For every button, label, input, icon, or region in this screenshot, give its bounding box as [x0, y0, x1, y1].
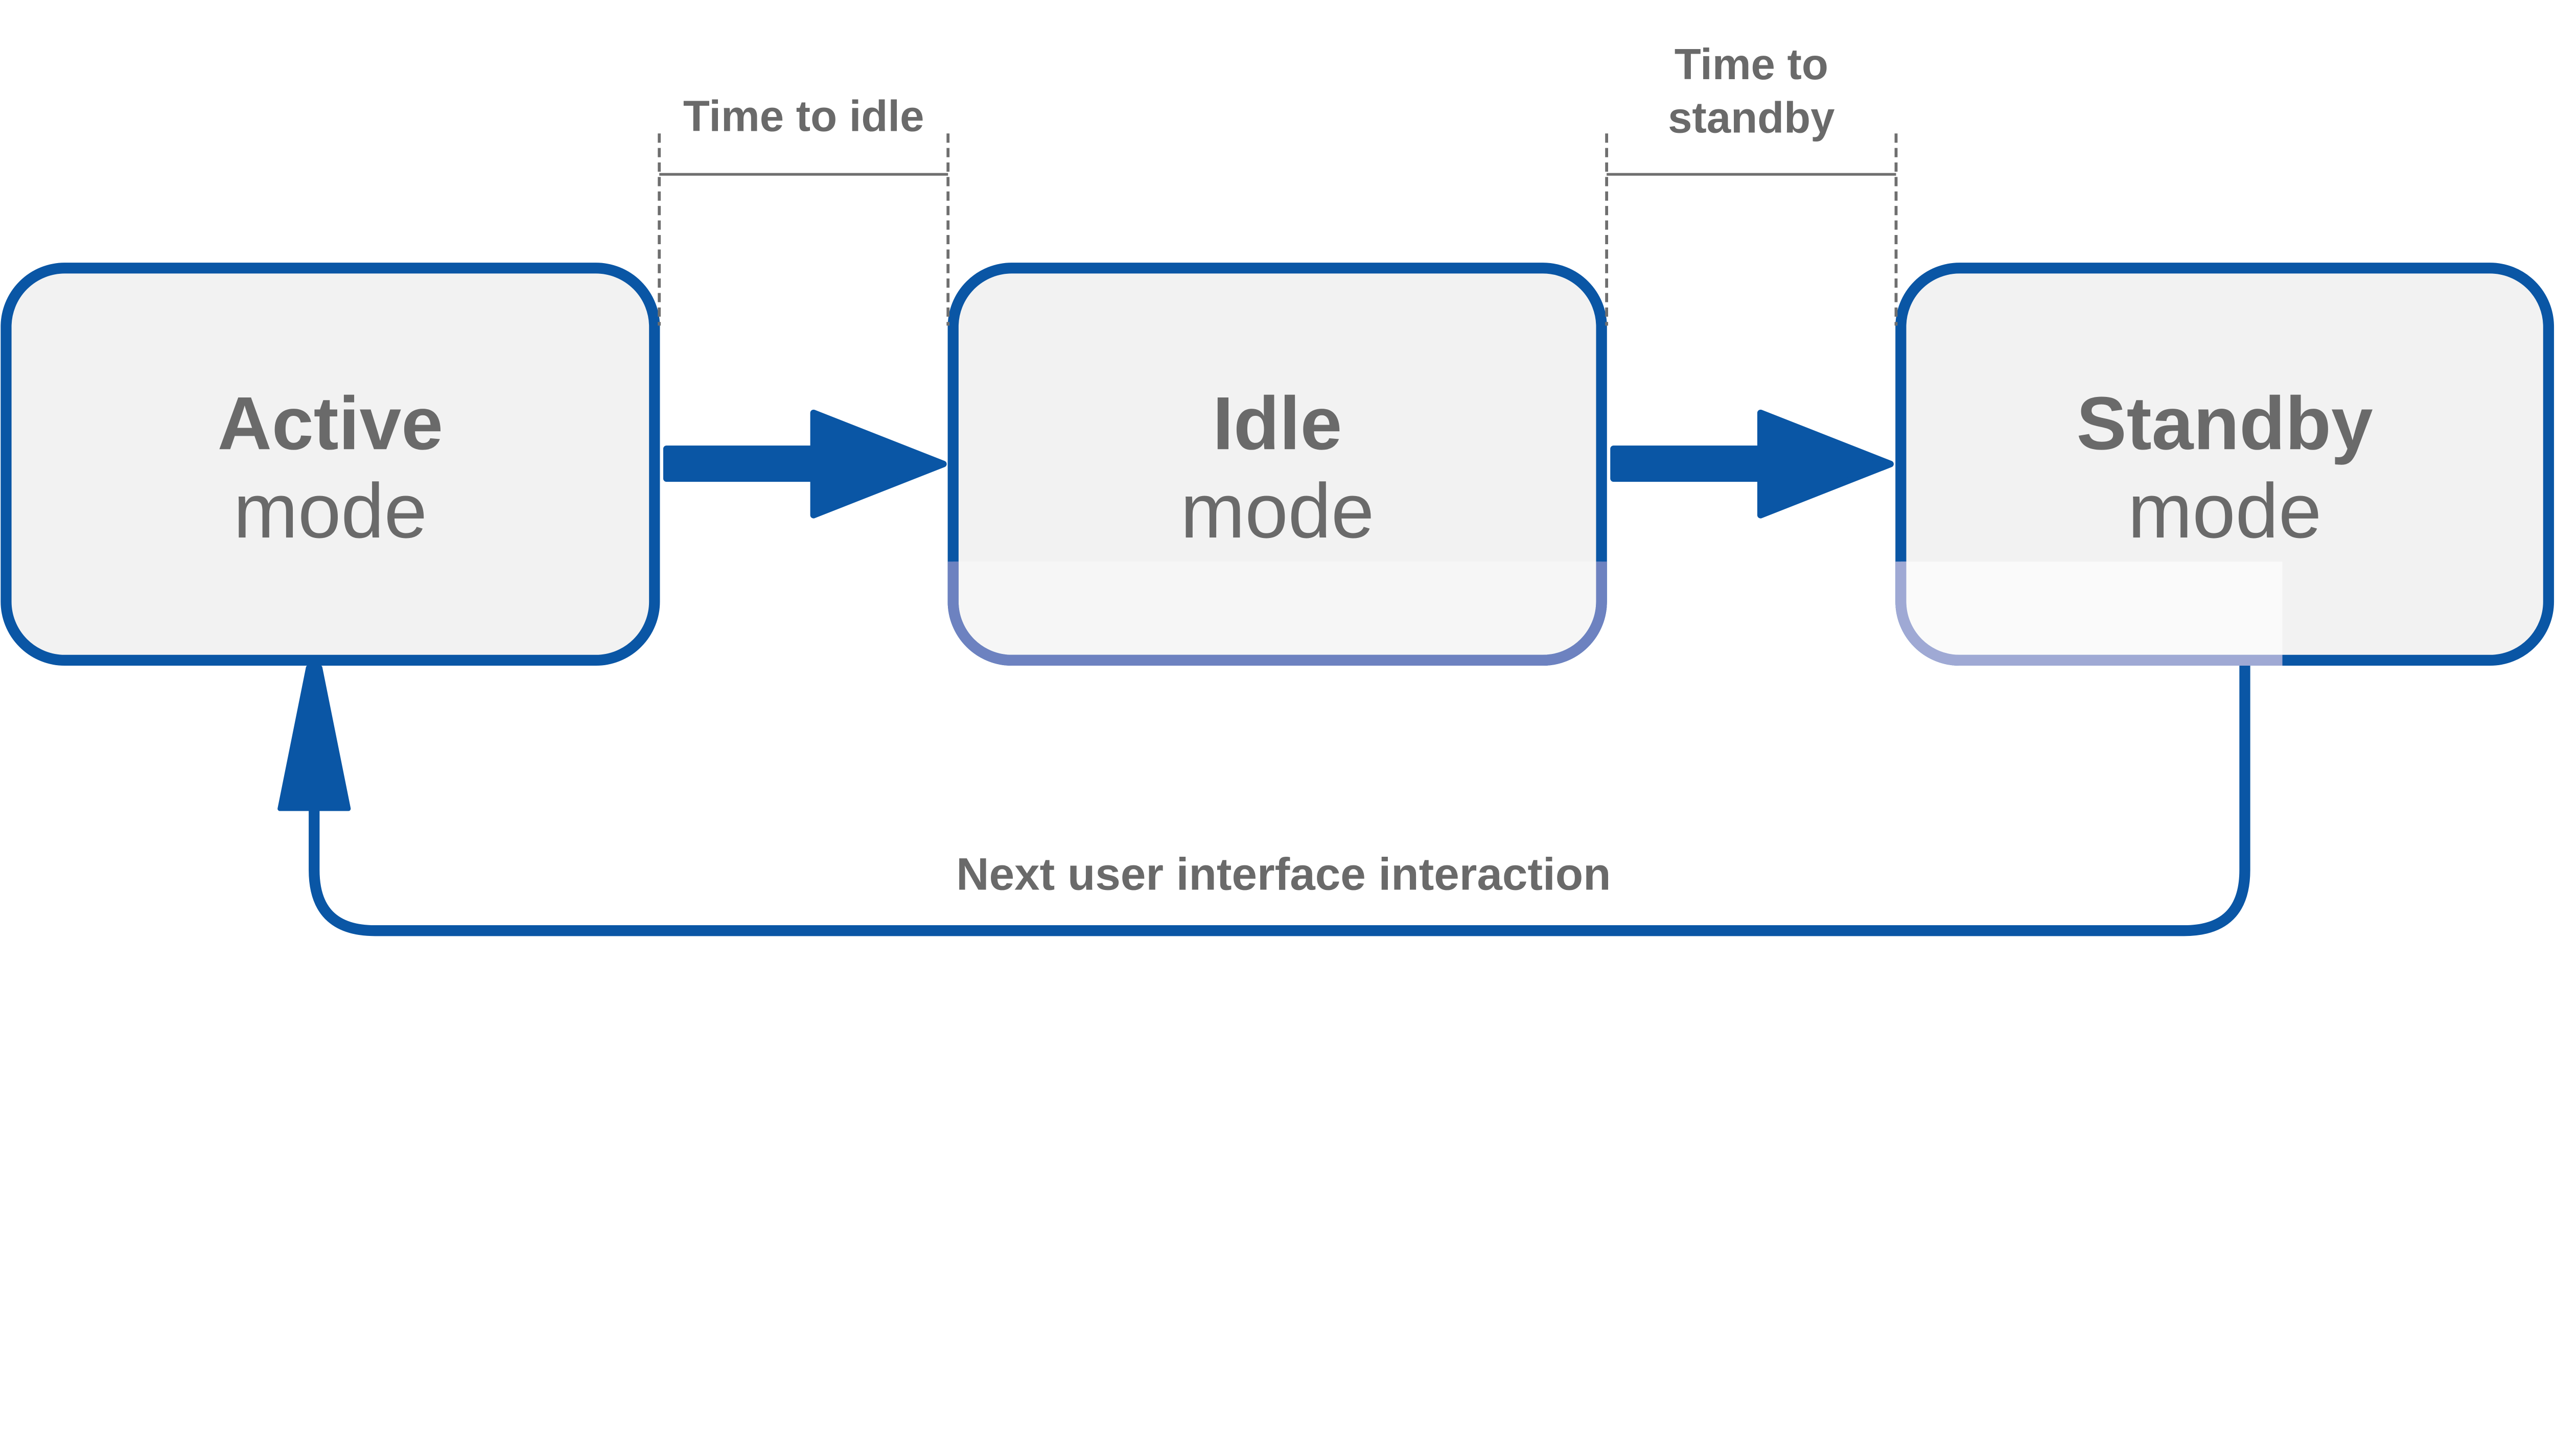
state-subtitle-active: mode [234, 468, 427, 554]
state-subtitle-standby: mode [2128, 468, 2321, 554]
time-to-idle-annotation: Time to idle [658, 92, 950, 326]
time-to-idle-label: Time to idle [683, 92, 924, 141]
state-title-active: Active [218, 382, 443, 465]
time-to-standby-label-line2: standby [1668, 93, 1834, 142]
return-arrowhead-icon [277, 665, 351, 811]
state-box-standby-faded-band [1895, 561, 2283, 666]
return-transition-label: Next user interface interaction [956, 849, 1611, 900]
state-title-idle: Idle [1213, 382, 1342, 465]
power-mode-state-diagram: Active mode Idle mode Standby mode Time … [1, 40, 2554, 936]
time-to-standby-label-line1: Time to [1675, 40, 1828, 89]
time-to-standby-annotation: Time to standby [1605, 40, 1898, 326]
state-title-standby: Standby [2077, 382, 2373, 465]
state-box-idle: Idle mode [947, 263, 1607, 666]
state-box-active: Active mode [1, 263, 660, 666]
state-diagram-canvas: Active mode Idle mode Standby mode Time … [1, 40, 2554, 936]
transition-arrow-active-to-idle-icon [663, 409, 947, 519]
return-transition-line [309, 662, 2250, 936]
transition-arrow-idle-to-standby-icon [1610, 409, 1894, 519]
state-box-active-shape [1, 263, 660, 666]
state-subtitle-idle: mode [1180, 468, 1374, 554]
state-box-standby: Standby mode [1895, 263, 2554, 666]
state-box-idle-faded-band [947, 561, 1607, 666]
